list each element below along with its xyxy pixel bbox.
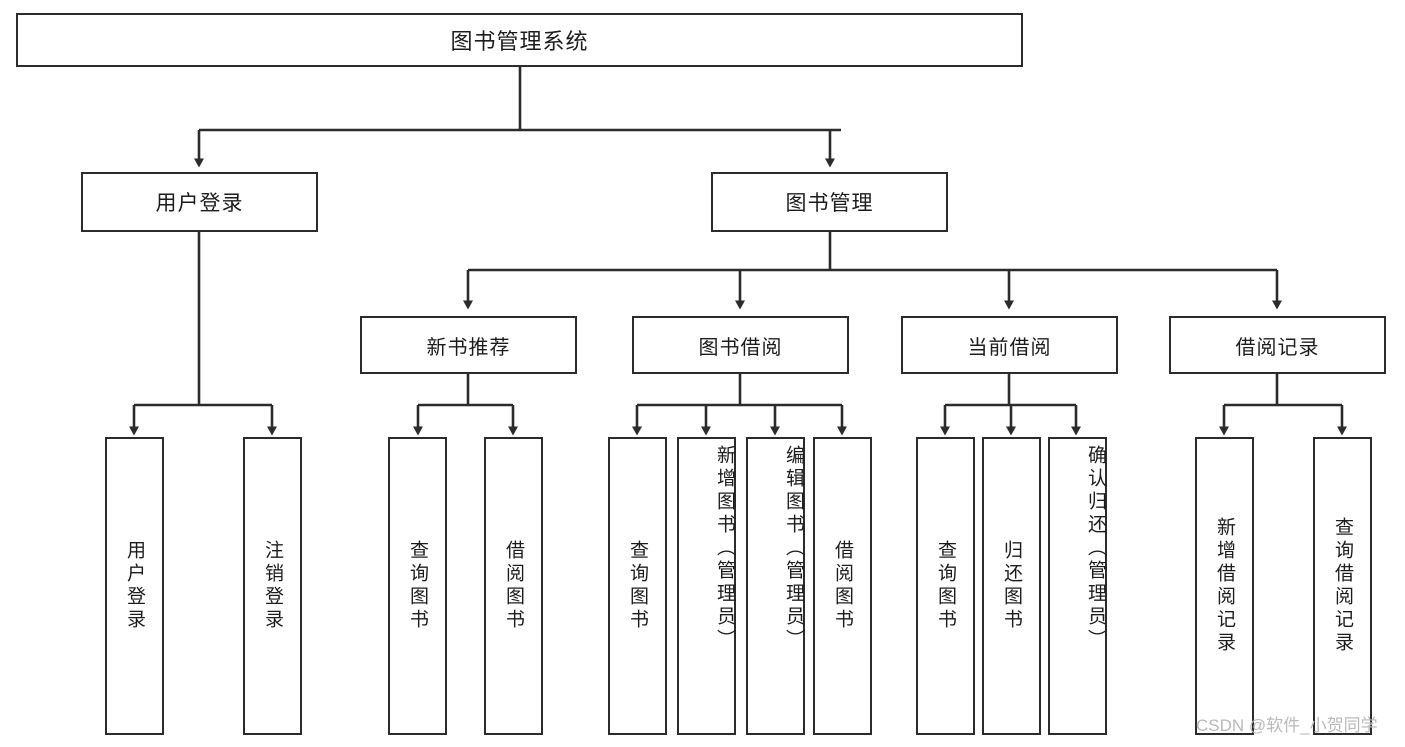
node-leaf-user-login[interactable]: 用户登录: [105, 437, 164, 735]
node-leaf-borrow-book-recommend[interactable]: 借阅图书: [484, 437, 543, 735]
node-user-login[interactable]: 用户登录: [81, 172, 318, 232]
node-leaf-edit-book-admin[interactable]: 编辑图书（管理员）: [746, 437, 805, 735]
node-leaf-query-borrow-record[interactable]: 查询借阅记录: [1313, 437, 1372, 735]
node-borrow-record[interactable]: 借阅记录: [1169, 316, 1386, 374]
node-current-borrow[interactable]: 当前借阅: [901, 316, 1118, 374]
node-leaf-add-borrow-record[interactable]: 新增借阅记录: [1195, 437, 1254, 735]
node-new-book-recommend[interactable]: 新书推荐: [360, 316, 577, 374]
node-leaf-confirm-return-admin[interactable]: 确认归还（管理员）: [1048, 437, 1107, 735]
node-leaf-logout-login[interactable]: 注销登录: [243, 437, 302, 735]
node-book-management[interactable]: 图书管理: [711, 172, 948, 232]
watermark-text: CSDN @软件_小贺同学: [1196, 716, 1378, 735]
node-leaf-query-book-recommend[interactable]: 查询图书: [388, 437, 447, 735]
node-leaf-query-book-borrow[interactable]: 查询图书: [608, 437, 667, 735]
node-leaf-return-book[interactable]: 归还图书: [982, 437, 1041, 735]
node-leaf-borrow-book-borrow[interactable]: 借阅图书: [813, 437, 872, 735]
node-book-borrow[interactable]: 图书借阅: [632, 316, 849, 374]
node-root-book-management-system[interactable]: 图书管理系统: [16, 13, 1023, 67]
node-leaf-add-book-admin[interactable]: 新增图书（管理员）: [677, 437, 736, 735]
node-leaf-query-book-current[interactable]: 查询图书: [916, 437, 975, 735]
